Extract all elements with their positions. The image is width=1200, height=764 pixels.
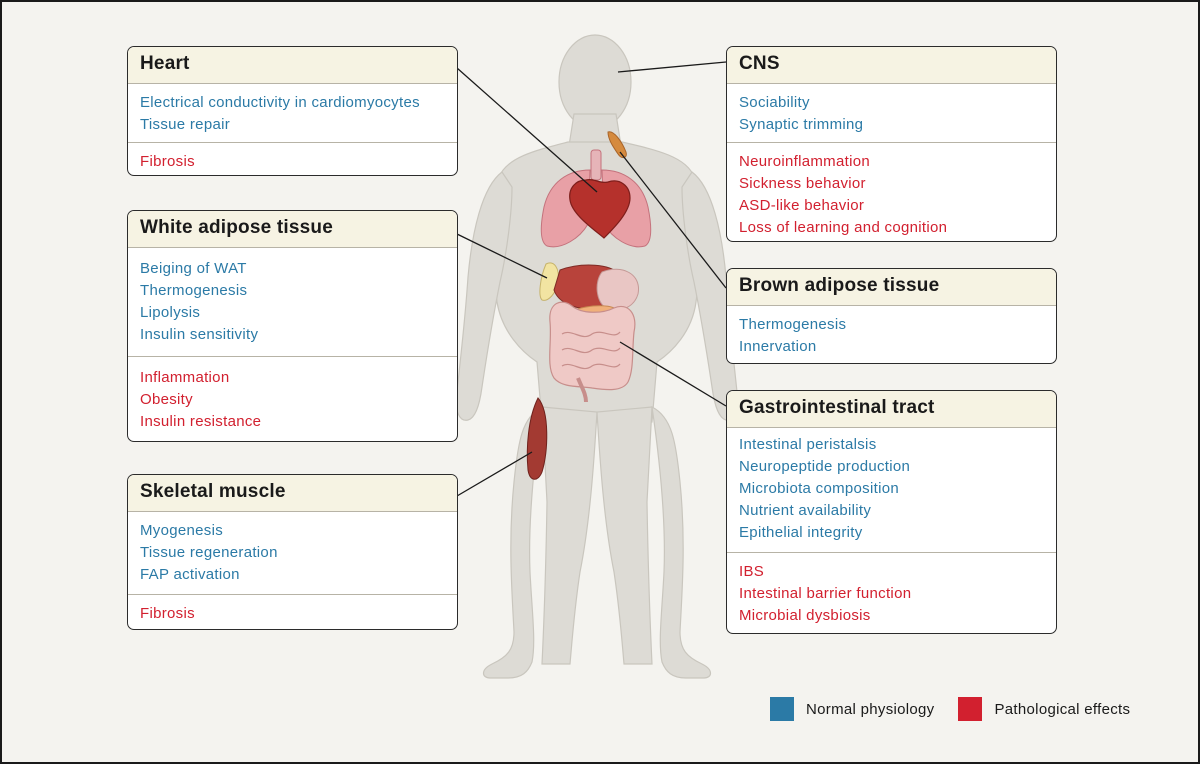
heart-box: Heart Electrical conductivity in cardiom… (127, 46, 458, 176)
list-item: Lipolysis (140, 304, 201, 321)
list-item: Thermogenesis (140, 282, 248, 299)
connector-lines (456, 61, 727, 497)
list-item: Tissue regeneration (140, 544, 278, 561)
list-item: ASD-like behavior (739, 197, 865, 214)
list-item: Beiging of WAT (140, 260, 247, 277)
heart-title: Heart (128, 47, 457, 84)
gi-tract-title: Gastrointestinal tract (727, 391, 1056, 428)
list-item: Epithelial integrity (739, 524, 863, 541)
legend-pathological-label: Pathological effects (994, 700, 1131, 718)
gi-tract-normal-list: Intestinal peristalsis Neuropeptide prod… (727, 428, 1056, 552)
skeletal-muscle-pathological-list: Fibrosis (128, 594, 457, 629)
cns-box: CNS Sociability Synaptic trimming Neuroi… (726, 46, 1057, 242)
heart-normal-list: Electrical conductivity in cardiomyocyte… (128, 84, 457, 142)
list-item: Synaptic trimming (739, 116, 864, 133)
intestines (549, 301, 636, 403)
list-item: Microbial dysbiosis (739, 607, 871, 624)
cns-title: CNS (727, 47, 1056, 84)
legend-normal-swatch (770, 697, 794, 721)
list-item: Insulin sensitivity (140, 326, 259, 343)
white-adipose-organ (539, 262, 559, 301)
cns-pathological-list: Neuroinflammation Sickness behavior ASD-… (727, 142, 1056, 241)
skeletal-muscle-organ (526, 397, 548, 480)
white-adipose-normal-list: Beiging of WAT Thermogenesis Lipolysis I… (128, 248, 457, 356)
list-item: Myogenesis (140, 522, 224, 539)
list-item: FAP activation (140, 566, 240, 583)
skeletal-muscle-title: Skeletal muscle (128, 475, 457, 512)
list-item: IBS (739, 563, 765, 580)
list-item: Sickness behavior (739, 175, 866, 192)
list-item: Thermogenesis (739, 316, 847, 333)
list-item: Nutrient availability (739, 502, 872, 519)
brown-adipose-title: Brown adipose tissue (727, 269, 1056, 306)
list-item: Fibrosis (140, 605, 195, 622)
list-item: Tissue repair (140, 116, 231, 133)
stomach-organ (596, 268, 639, 311)
white-adipose-box: White adipose tissue Beiging of WAT Ther… (127, 210, 458, 442)
list-item: Sociability (739, 94, 810, 111)
list-item: Intestinal barrier function (739, 585, 912, 602)
list-item: Intestinal peristalsis (739, 436, 877, 453)
legend-pathological-swatch (958, 697, 983, 721)
list-item: Fibrosis (140, 153, 195, 170)
heart-pathological-list: Fibrosis (128, 142, 457, 175)
list-item: Microbiota composition (739, 480, 899, 497)
skeletal-muscle-normal-list: Myogenesis Tissue regeneration FAP activ… (128, 512, 457, 594)
brown-adipose-normal-list: Thermogenesis Innervation (727, 306, 1056, 363)
legend-normal-label: Normal physiology (806, 700, 935, 718)
list-item: Insulin resistance (140, 413, 262, 430)
legend: Normal physiology Pathological effects (770, 697, 1154, 721)
list-item: Innervation (739, 338, 817, 355)
list-item: Neuropeptide production (739, 458, 911, 475)
list-item: Obesity (140, 391, 193, 408)
gi-tract-pathological-list: IBS Intestinal barrier function Microbia… (727, 552, 1056, 633)
brown-adipose-box: Brown adipose tissue Thermogenesis Inner… (726, 268, 1057, 364)
gi-tract-box: Gastrointestinal tract Intestinal perist… (726, 390, 1057, 634)
list-item: Electrical conductivity in cardiomyocyte… (140, 94, 420, 111)
heart-organ (569, 178, 631, 239)
white-adipose-title: White adipose tissue (128, 211, 457, 248)
white-adipose-pathological-list: Inflammation Obesity Insulin resistance (128, 356, 457, 439)
list-item: Neuroinflammation (739, 153, 870, 170)
trachea (590, 149, 602, 181)
cns-normal-list: Sociability Synaptic trimming (727, 84, 1056, 142)
list-item: Loss of learning and cognition (739, 219, 948, 236)
list-item: Inflammation (140, 369, 230, 386)
skeletal-muscle-box: Skeletal muscle Myogenesis Tissue regene… (127, 474, 458, 630)
